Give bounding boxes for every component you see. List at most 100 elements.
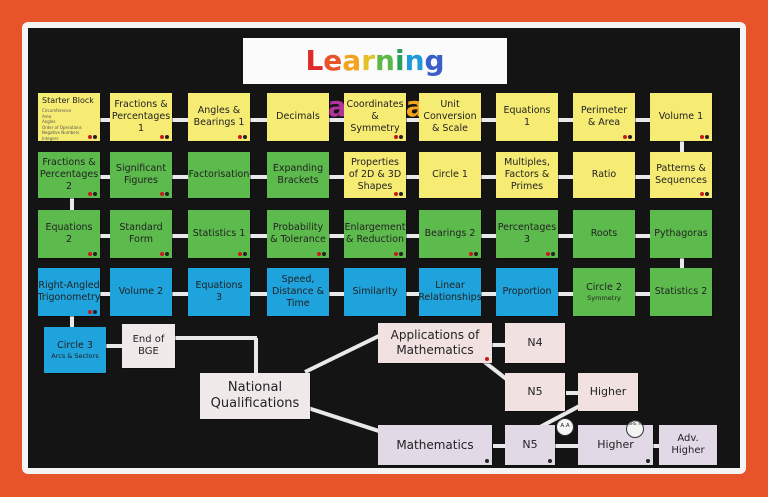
difficulty-dots bbox=[700, 135, 709, 139]
card-label: Circle 1 bbox=[432, 169, 468, 181]
connector-line bbox=[493, 444, 507, 448]
difficulty-dots bbox=[700, 192, 709, 196]
card-label: Adv. Higher bbox=[671, 432, 705, 457]
red-dot bbox=[317, 252, 321, 256]
topic-card: Equations 1 bbox=[496, 93, 558, 141]
topic-card: Expanding Brackets bbox=[267, 152, 329, 198]
topic-card: Ratio bbox=[573, 152, 635, 198]
difficulty-dots bbox=[485, 357, 489, 361]
topic-card: Probability & Tolerance bbox=[267, 210, 329, 258]
card-label: Higher bbox=[597, 438, 634, 452]
difficulty-dots bbox=[485, 459, 489, 463]
topic-card: Statistics 1 bbox=[188, 210, 250, 258]
topic-card: Decimals bbox=[267, 93, 329, 141]
topic-card: Linear Relationships bbox=[418, 268, 482, 316]
topic-card: Angles & Bearings 1 bbox=[188, 93, 250, 141]
card-label: Statistics 2 bbox=[654, 286, 708, 298]
card-label: Equations 2 bbox=[45, 222, 93, 245]
black-dot bbox=[93, 252, 97, 256]
topic-card: Right-Angled Trigonometry bbox=[37, 268, 101, 316]
topic-card: Speed, Distance & Time bbox=[267, 268, 329, 316]
starter-topic: Area bbox=[42, 113, 52, 119]
topic-card: Proportion bbox=[496, 268, 558, 316]
topic-card: Similarity bbox=[344, 268, 406, 316]
title-letter: n bbox=[404, 44, 425, 77]
title-letter: i bbox=[394, 44, 405, 77]
connector-line bbox=[95, 344, 130, 348]
black-dot bbox=[93, 135, 97, 139]
card-label: Circle 3 bbox=[57, 339, 93, 351]
topic-card: Patterns & Sequences bbox=[650, 152, 712, 198]
title-letter: L bbox=[305, 44, 324, 77]
card-adv-higher: Adv. Higher bbox=[659, 425, 717, 465]
card-label: Pythagoras bbox=[654, 228, 708, 240]
title-letter: r bbox=[361, 44, 376, 77]
red-dot bbox=[700, 192, 704, 196]
card-national-qualifications: National Qualifications bbox=[200, 373, 310, 419]
topic-card: Standard Form bbox=[110, 210, 172, 258]
topic-card: Volume 1 bbox=[650, 93, 712, 141]
black-dot bbox=[93, 310, 97, 314]
black-dot bbox=[548, 459, 552, 463]
card-label: Similarity bbox=[352, 286, 398, 298]
topic-card: Factorisation bbox=[188, 152, 250, 198]
card-circle-3: Circle 3 Arcs & Sectors bbox=[44, 327, 106, 373]
topic-card: Equations 2 bbox=[38, 210, 100, 258]
card-label: Unit Conversion & Scale bbox=[423, 99, 477, 134]
card-apps-n4: N4 bbox=[505, 323, 565, 363]
topic-card: Multiples, Factors & Primes bbox=[496, 152, 558, 198]
difficulty-dots bbox=[88, 310, 97, 314]
card-label: Proportion bbox=[502, 286, 552, 298]
black-dot bbox=[165, 192, 169, 196]
red-dot bbox=[88, 135, 92, 139]
difficulty-dots bbox=[160, 135, 169, 139]
black-dot bbox=[399, 252, 403, 256]
card-label: N4 bbox=[527, 336, 543, 350]
difficulty-dots bbox=[160, 192, 169, 196]
connector-line bbox=[653, 444, 659, 448]
connector-line bbox=[254, 338, 258, 378]
red-dot bbox=[394, 135, 398, 139]
card-mathematics: Mathematics bbox=[378, 425, 492, 465]
card-label: National Qualifications bbox=[210, 379, 300, 411]
starter-topic: Negative Numbers bbox=[42, 130, 80, 136]
title-letter: a bbox=[327, 90, 347, 123]
black-dot bbox=[485, 459, 489, 463]
card-label: Patterns & Sequences bbox=[655, 163, 707, 186]
topic-card: Coordinates & Symmetry bbox=[344, 93, 406, 141]
topic-card: Circle 1 bbox=[419, 152, 481, 198]
difficulty-dots bbox=[623, 135, 632, 139]
red-dot bbox=[238, 252, 242, 256]
difficulty-dots bbox=[238, 135, 247, 139]
card-label: Volume 1 bbox=[658, 111, 704, 123]
black-dot bbox=[646, 459, 650, 463]
red-dot bbox=[160, 135, 164, 139]
topic-card: Unit Conversion & Scale bbox=[419, 93, 481, 141]
card-label: Multiples, Factors & Primes bbox=[504, 157, 550, 192]
difficulty-dots bbox=[469, 252, 478, 256]
red-dot bbox=[88, 192, 92, 196]
card-label: Right-Angled Trigonometry bbox=[37, 280, 101, 303]
topic-card: Statistics 2 bbox=[650, 268, 712, 316]
connector-line bbox=[680, 120, 684, 178]
card-label: Applications of Mathematics bbox=[390, 328, 480, 357]
card-label: Equations 3 bbox=[195, 280, 243, 303]
board-title: Learning Pathway bbox=[243, 38, 507, 123]
card-label: Starter Block bbox=[42, 96, 94, 105]
starter-topic: Order of Operations bbox=[42, 124, 82, 130]
card-label: Expanding Brackets bbox=[272, 163, 324, 186]
topic-card: Roots bbox=[573, 210, 635, 258]
topic-card: Percentages 3 bbox=[496, 210, 558, 258]
card-applications-of-mathematics: Applications of Mathematics bbox=[378, 323, 492, 363]
red-dot bbox=[160, 192, 164, 196]
black-dot bbox=[399, 192, 403, 196]
red-dot bbox=[238, 135, 242, 139]
starter-topic: Integers bbox=[42, 135, 59, 141]
card-sublabel: Symmetry bbox=[587, 294, 621, 303]
difficulty-dots bbox=[394, 135, 403, 139]
card-label: Ratio bbox=[591, 169, 617, 181]
card-label: End of BGE bbox=[132, 333, 165, 358]
black-dot bbox=[243, 252, 247, 256]
card-apps-n5: N5 bbox=[505, 373, 565, 411]
